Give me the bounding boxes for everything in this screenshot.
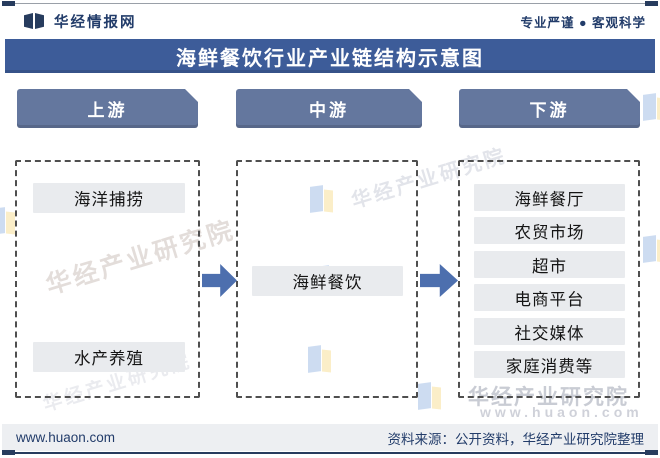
downstream-item-ecommerce: 电商平台 <box>474 284 625 311</box>
bottom-border-line <box>2 452 658 454</box>
watermark-logo-icon <box>418 382 444 413</box>
upstream-item-ocean-fishing: 海洋捕捞 <box>33 183 185 213</box>
top-border-line <box>2 3 658 4</box>
arrow-right-icon <box>202 264 237 297</box>
downstream-item-household: 家庭消费等 <box>474 351 625 378</box>
upstream-group-box <box>15 160 200 398</box>
brand-name: 华经情报网 <box>54 14 137 31</box>
brand-block: 华经情报网 <box>23 11 137 32</box>
footer-bar: www.huaon.com 资料来源：公开资料，华经产业研究院整理 <box>2 424 658 451</box>
downstream-item-farmers-market: 农贸市场 <box>474 217 625 244</box>
stage-header-upstream: 上游 <box>17 89 198 128</box>
bottom-left-border-cap <box>2 450 15 455</box>
stage-header-downstream: 下游 <box>459 89 640 128</box>
watermark-logo-icon <box>643 235 660 266</box>
midstream-group-box <box>236 160 418 398</box>
logo-right-flag <box>35 13 44 29</box>
footer-site-url: www.huaon.com <box>16 430 116 445</box>
huajing-logo-icon <box>23 12 46 30</box>
stage-header-midstream: 中游 <box>236 89 422 128</box>
top-right-border-cap <box>645 1 658 6</box>
midstream-item-seafood-dining: 海鲜餐饮 <box>252 266 403 296</box>
downstream-item-seafood-restaurant: 海鲜餐厅 <box>474 184 625 211</box>
watermark-url: www.huaon.com <box>480 404 643 420</box>
logo-left-flag <box>24 13 33 29</box>
downstream-item-supermarket: 超市 <box>474 251 625 278</box>
top-left-border-cap <box>2 1 15 6</box>
page-title: 海鲜餐饮行业产业链结构示意图 <box>5 39 655 73</box>
upstream-item-aquaculture: 水产养殖 <box>33 342 185 372</box>
arrow-right-icon <box>420 264 458 297</box>
bottom-right-border-cap <box>645 450 658 455</box>
downstream-item-social-media: 社交媒体 <box>474 318 625 345</box>
watermark-logo-icon <box>643 93 660 124</box>
footer-source-note: 资料来源：公开资料，华经产业研究院整理 <box>387 431 645 447</box>
downstream-group-box <box>458 160 640 398</box>
brand-row: 华经情报网 专业严谨 ● 客观科学 <box>23 9 646 33</box>
brand-tagline: 专业严谨 ● 客观科学 <box>520 15 646 30</box>
